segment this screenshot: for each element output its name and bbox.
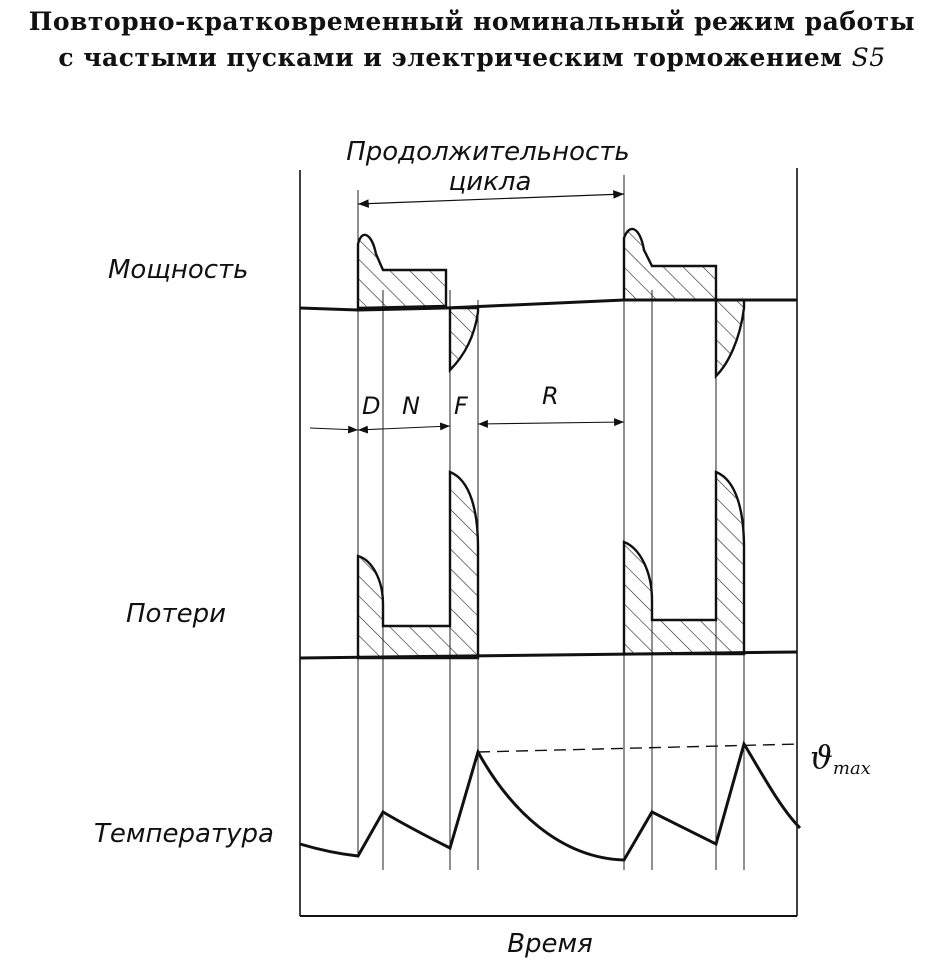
phase-n-label: N — [402, 392, 420, 420]
phase-r-label: R — [542, 382, 559, 410]
phase-division-lines — [357, 175, 745, 870]
title-line-1: Повторно-кратковременный номинальный реж… — [28, 7, 916, 36]
losses-cycle-2 — [622, 470, 746, 656]
power-pulse-2 — [622, 227, 718, 302]
phase-d-label: D — [362, 392, 380, 420]
power-braking-2 — [714, 298, 746, 379]
cycle-duration-dimension: Продолжительность цикла — [346, 137, 630, 208]
losses-baseline — [299, 650, 798, 660]
diagram-title: Повторно-кратковременный номинальный реж… — [0, 4, 944, 76]
cycle-arrow — [357, 190, 625, 208]
theta-symbol: ϑmax — [810, 738, 871, 779]
cycle-label-line-2: цикла — [449, 167, 532, 197]
power-pulse-1 — [356, 233, 448, 310]
losses-cycle-1 — [356, 470, 480, 660]
title-line-2-text: с частыми пусками и электрическим тормож… — [58, 43, 843, 72]
title-line-2: с частыми пусками и электрическим тормож… — [0, 40, 944, 76]
temperature-section: Температура ϑmax — [94, 738, 871, 862]
frame-lines — [299, 168, 798, 917]
power-baseline — [299, 298, 797, 312]
phase-f-label: F — [454, 392, 469, 420]
power-label: Мощность — [108, 255, 249, 285]
theta-max-line — [477, 743, 801, 753]
losses-section: Потери — [126, 470, 798, 660]
theta-char: ϑ — [810, 738, 833, 776]
time-label: Время — [507, 929, 593, 959]
phase-markers: D N F R — [309, 382, 625, 434]
power-braking-1 — [446, 306, 480, 373]
theta-subscript: max — [833, 758, 871, 779]
temperature-label: Температура — [94, 819, 274, 849]
temperature-curve — [299, 740, 802, 862]
mode-symbol: S5 — [851, 43, 886, 72]
power-section: Мощность — [108, 227, 797, 379]
cycle-label-line-1: Продолжительность — [346, 137, 630, 167]
losses-label: Потери — [126, 599, 226, 629]
